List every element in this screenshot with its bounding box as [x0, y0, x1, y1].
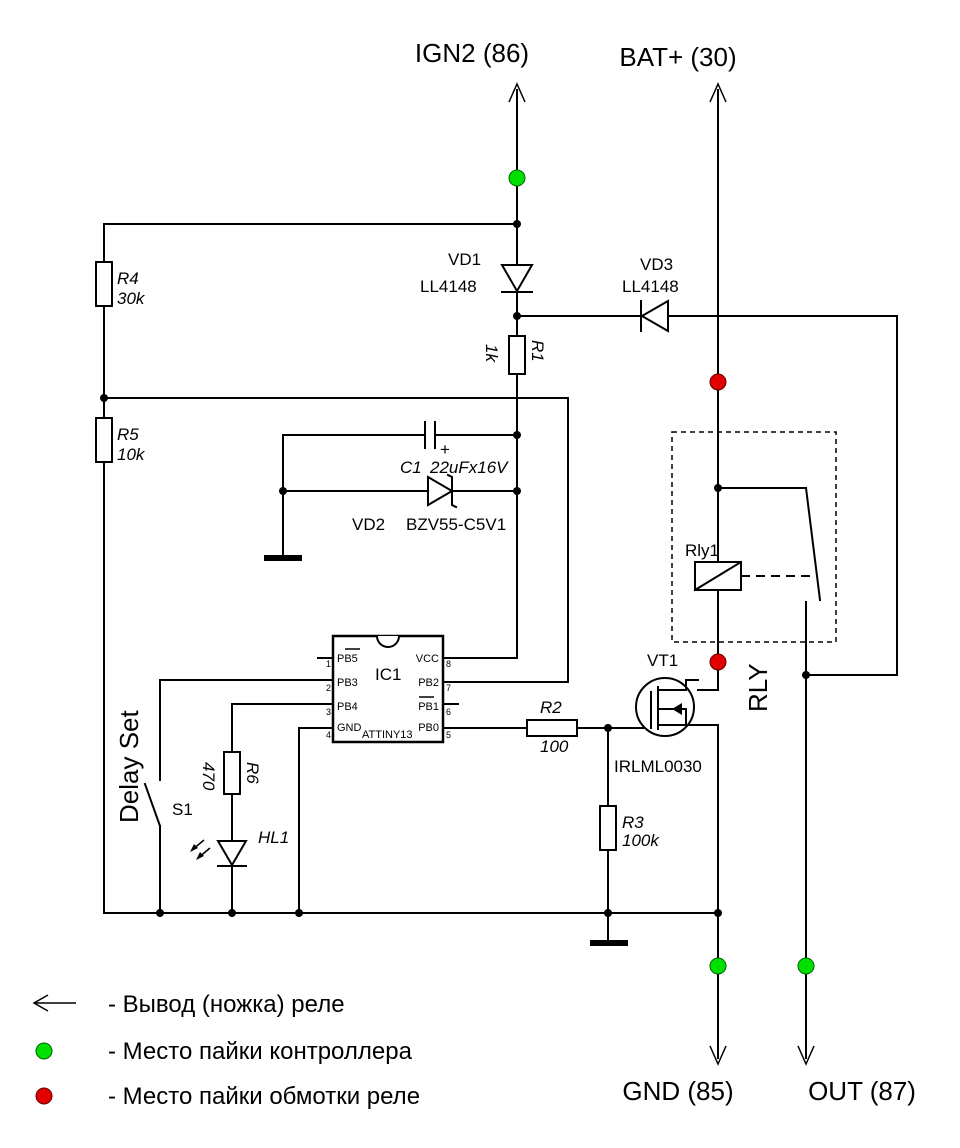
junction-dots [100, 220, 810, 917]
r6-ref: R6 [243, 762, 262, 784]
legend-red-dot-icon [35, 1087, 53, 1105]
vd2-part: BZV55-C5V1 [406, 515, 506, 534]
ic1-pin-num-7: 7 [446, 683, 451, 693]
ic1-pin-pb0: PB0 [418, 722, 439, 734]
r3-value: 100k [622, 831, 660, 850]
ic1-chip [331, 634, 445, 744]
r1-value: 1k [482, 344, 501, 363]
ground-symbol-right [590, 940, 628, 946]
legend-red-text: - Место пайки обмотки реле [108, 1083, 420, 1110]
legend-arrow-icon [32, 994, 76, 1012]
s1-ref: S1 [172, 800, 193, 819]
ic1-pin-pb4: PB4 [337, 701, 358, 713]
diode-vd3 [639, 299, 669, 333]
capacitor-c1 [424, 421, 436, 449]
switch-s1 [143, 782, 162, 828]
vd3-ref: VD3 [640, 255, 673, 274]
relay-block [671, 431, 837, 643]
rly1-label: Rly1 [685, 541, 719, 560]
ground-symbol-left [264, 555, 302, 561]
led-hl1 [190, 839, 248, 867]
terminal-bat: BAT+ (30) [619, 42, 736, 72]
ic1-pin-num-2: 2 [326, 683, 331, 693]
c1-ref: C1 [400, 458, 422, 477]
ic1-pin-num-4: 4 [326, 730, 331, 740]
ic1-pin-num-8: 8 [446, 659, 451, 669]
terminal-ign2: IGN2 (86) [415, 38, 529, 68]
ic1-ref: IC1 [375, 665, 401, 684]
vt1-part: IRLML0030 [614, 757, 702, 776]
wires [103, 89, 898, 1059]
ic1-part: ATTINY13 [362, 729, 413, 741]
vd3-part: LL4148 [622, 277, 679, 296]
ic1-pin-gnd: GND [337, 722, 362, 734]
r5-ref: R5 [117, 425, 139, 444]
legend-green-text: - Место пайки контроллера [108, 1038, 413, 1065]
legend-arrow-text: - Вывод (ножка) реле [108, 991, 345, 1018]
r4-ref: R4 [117, 269, 139, 288]
hl1-ref: HL1 [258, 828, 289, 847]
terminal-gnd: GND (85) [622, 1076, 733, 1106]
r2-value: 100 [540, 737, 569, 756]
resistor-r3 [599, 805, 617, 851]
c1-value: 22uFx16V [429, 458, 509, 477]
ic1-pin-pb3: PB3 [337, 677, 358, 689]
legend: - Вывод (ножка) реле - Место пайки контр… [32, 991, 420, 1110]
resistor-r4 [95, 261, 113, 307]
legend-green-dot-icon [35, 1042, 53, 1060]
ic1-pin-pb2: PB2 [418, 677, 439, 689]
delay-set-label: Delay Set [114, 710, 144, 823]
ic1-pin-num-3: 3 [326, 707, 331, 717]
ic1-pin-num-5: 5 [446, 730, 451, 740]
terminal-out: OUT (87) [808, 1076, 916, 1106]
r4-value: 30k [117, 289, 146, 308]
resistor-r2 [526, 719, 578, 737]
resistor-r1 [508, 335, 526, 375]
rly-block-label: RLY [743, 663, 773, 712]
diode-vd1 [500, 264, 534, 294]
r2-ref: R2 [540, 698, 562, 717]
resistor-r6 [223, 751, 241, 795]
ic1-pin-vcc: VCC [416, 653, 439, 665]
ic1-pin-num-6: 6 [446, 707, 451, 717]
ic1-pin-pb1: PB1 [418, 701, 439, 713]
controller-pads [508, 169, 815, 975]
zener-vd2 [427, 473, 458, 509]
r1-ref: R1 [528, 340, 547, 362]
r6-value: 470 [199, 762, 218, 791]
terminal-arrows [508, 82, 815, 1066]
mosfet-vt1 [635, 677, 699, 737]
ic1-pin-pb5: PB5 [337, 653, 358, 665]
vt1-ref: VT1 [647, 651, 678, 670]
vd1-ref: VD1 [448, 250, 481, 269]
coil-pads [709, 373, 727, 671]
ic1-pin-num-1: 1 [326, 659, 331, 669]
resistor-r5 [95, 417, 113, 463]
r3-ref: R3 [622, 813, 644, 832]
r5-value: 10k [117, 445, 146, 464]
vd1-part: LL4148 [420, 277, 477, 296]
vd2-ref: VD2 [352, 515, 385, 534]
c1-plus: + [440, 440, 450, 459]
